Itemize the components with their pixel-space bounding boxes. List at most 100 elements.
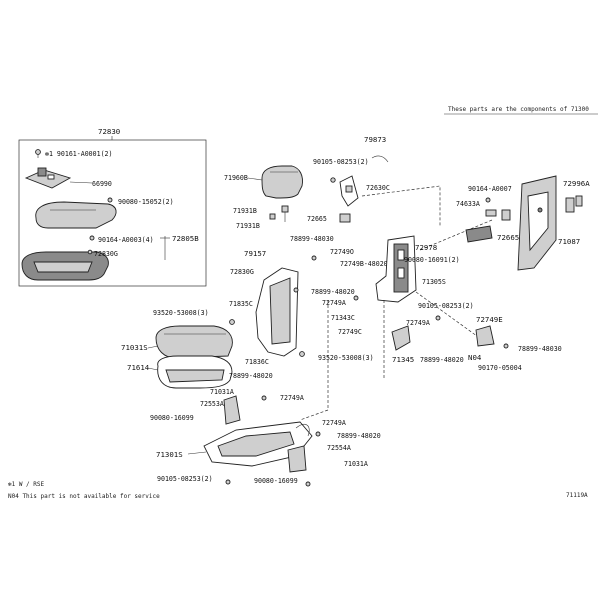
- screw-78899a: [311, 255, 317, 261]
- label-66990: 66990: [92, 180, 112, 188]
- screw-90105a: [330, 177, 336, 183]
- label-90170: 90170-05004: [478, 364, 522, 372]
- figure-code: 71119A: [566, 492, 588, 499]
- label-78899e: 78899-48020: [229, 372, 273, 380]
- clip-72665b: [501, 209, 511, 221]
- clip-72554a: [287, 445, 307, 473]
- label-n04: N04: [468, 353, 482, 362]
- label-71031a: 71031A: [210, 388, 234, 396]
- leader-71960b: [247, 177, 263, 181]
- screw-78899f: [315, 431, 321, 437]
- label-72749ob: 72749O: [330, 248, 354, 256]
- label-90080d: 90080-16099: [254, 477, 298, 485]
- label-71031s: 71031S: [121, 343, 148, 352]
- label-72749a3: 72749A: [280, 394, 304, 402]
- label-72805b: 72805B: [172, 234, 199, 243]
- label-90080c: 90080-16099: [150, 414, 194, 422]
- dash-2: [419, 219, 493, 251]
- footnote-2: N04 This part is not available for servi…: [8, 493, 160, 500]
- group-box-label: 72830: [98, 127, 120, 136]
- label-72830g: 72830G: [94, 250, 118, 258]
- lid-upper: [35, 201, 117, 229]
- leader-66990: [69, 181, 93, 184]
- panel-72978: [465, 225, 493, 243]
- screw-90164b: [485, 197, 491, 203]
- label-71836c: 71836C: [245, 358, 269, 366]
- label-71931b-2: 71931B: [236, 222, 260, 230]
- label-90080b: 90080-16091(2): [404, 256, 460, 264]
- bracket-79157: [255, 267, 299, 357]
- label-71305s: 71305S: [422, 278, 446, 286]
- label-71960b: 71960B: [224, 174, 248, 182]
- cushion-71031s: [155, 325, 233, 359]
- label-72996a: 72996A: [563, 179, 590, 188]
- leader-71301s: [187, 451, 207, 455]
- label-71345: 71345: [392, 355, 414, 364]
- screw-93520a: [229, 319, 235, 325]
- label-93520b: 93520-53008(3): [318, 354, 374, 362]
- leader-71031s: [147, 345, 159, 349]
- clip-72665: [339, 213, 351, 223]
- label-90105b: 90105-08253(2): [418, 302, 474, 310]
- dash-1: [361, 185, 441, 226]
- label-90161: ✻1 90161-A0001(2): [44, 150, 113, 158]
- leader-71614: [147, 367, 159, 371]
- cover-71614: [157, 355, 233, 389]
- label-90105c: 90105-08253(2): [157, 475, 213, 483]
- label-79157: 79157: [244, 249, 266, 258]
- lid-lower-tray: [21, 251, 109, 281]
- screw-90105b: [435, 315, 441, 321]
- group-box-72830: [18, 139, 207, 287]
- screw-79157: [293, 287, 299, 293]
- label-78899b: 78899-48020: [311, 288, 355, 296]
- header-note: These parts are the components of 71300: [448, 106, 589, 113]
- screw-90161: [35, 149, 41, 158]
- screw-90105c: [225, 479, 231, 485]
- label-72749c: 72749C: [338, 328, 362, 336]
- screw-72749a3: [261, 395, 267, 401]
- frame-71305s: [375, 235, 417, 303]
- label-72749a4: 72749A: [322, 419, 346, 427]
- cushion-71960b: [261, 165, 303, 199]
- clip-72553a: [223, 395, 241, 425]
- clip-72749e: [475, 325, 495, 347]
- label-72749b: 72749B-48020: [340, 260, 388, 268]
- label-74633a: 74633A: [456, 200, 480, 208]
- dash-4: [299, 300, 329, 421]
- panel-71087: [517, 175, 557, 271]
- screw-90164: [89, 235, 95, 241]
- part-74633a: [485, 209, 497, 217]
- screw-72830g: [87, 249, 93, 255]
- wire-79873: [371, 155, 389, 163]
- label-71301s: 71301S: [156, 450, 183, 459]
- clip-90080: [107, 197, 113, 203]
- label-93520a: 93520-53008(3): [153, 309, 209, 317]
- label-90080a: 90080-15052(2): [118, 198, 174, 206]
- label-72978: 72978: [415, 243, 437, 252]
- label-79873: 79873: [364, 135, 386, 144]
- label-72553a: 72553A: [200, 400, 224, 408]
- label-78899c: 78899-48030: [518, 345, 562, 353]
- label-71031a2: 71031A: [344, 460, 368, 468]
- hinge-66990: [24, 167, 72, 189]
- label-71931b: 71931B: [233, 207, 257, 215]
- label-72665b: 72665: [497, 233, 519, 242]
- label-78899a: 78899-48030: [290, 235, 334, 243]
- label-72665: 72665: [307, 215, 327, 223]
- clip-72996a: [565, 195, 583, 213]
- label-71614: 71614: [127, 363, 150, 372]
- label-90164b: 90164-A0007: [468, 185, 512, 193]
- label-72554a: 72554A: [327, 444, 351, 452]
- label-71087: 71087: [558, 237, 580, 246]
- label-90105a: 90105-08253(2): [313, 158, 369, 166]
- screw-72749a1: [353, 295, 359, 301]
- label-72830g2: 72830G: [230, 268, 254, 276]
- label-78899f: 78899-48020: [337, 432, 381, 440]
- bracket-72630c: [339, 175, 359, 207]
- label-72749a1: 72749A: [322, 299, 346, 307]
- clip-71931b: [269, 205, 289, 222]
- label-90164: 90164-A0003(4): [98, 236, 154, 244]
- screw-78899c: [503, 343, 509, 349]
